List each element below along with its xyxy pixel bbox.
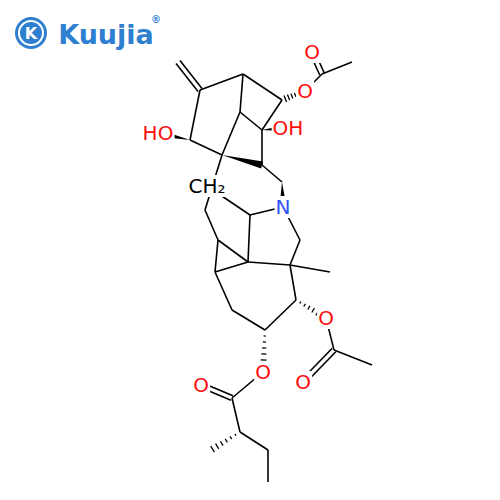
hashed-bond — [264, 335, 266, 336]
hashed-bond — [216, 444, 219, 449]
bond-line — [190, 90, 200, 140]
hashed-bond — [261, 353, 266, 355]
hashed-bond — [225, 439, 227, 442]
hashed-bond — [291, 94, 293, 99]
bond-line — [248, 215, 250, 262]
bond-line — [215, 240, 218, 272]
watermark-text: Kuujia — [57, 20, 155, 49]
bond-line — [243, 74, 282, 100]
atom-label: O — [296, 80, 314, 102]
bond-line — [200, 74, 243, 90]
bond-line — [290, 265, 296, 300]
bond-line — [215, 272, 232, 310]
bond-line — [290, 265, 330, 272]
atom-label: O — [192, 374, 210, 396]
bond-line — [290, 240, 300, 265]
atom-label: CH₂ — [187, 175, 226, 197]
watermark-mark: ® — [150, 14, 162, 26]
hashed-bond — [263, 341, 266, 342]
bond-line — [222, 112, 240, 155]
hashed-bond — [262, 347, 266, 348]
atom-label: O — [294, 371, 312, 393]
hashed-bond — [220, 441, 223, 445]
hashed-bond — [211, 446, 215, 452]
logo-ring — [19, 21, 43, 45]
bond-line — [232, 398, 240, 432]
hashed-bond — [287, 95, 289, 101]
bond-line — [265, 300, 296, 330]
atom-label: OH — [272, 117, 305, 139]
atom-label: O — [254, 361, 272, 383]
bond-line — [180, 60, 202, 88]
atom-label: HO — [142, 122, 175, 144]
bond-line — [232, 310, 265, 330]
bond-line — [190, 140, 222, 155]
bond-line — [334, 350, 372, 365]
bond-line — [176, 64, 198, 92]
bond-line — [248, 262, 290, 265]
hashed-bond — [308, 306, 310, 310]
atom-label: N — [275, 196, 292, 218]
hashed-bond — [300, 302, 301, 304]
bond-line — [205, 210, 218, 240]
bond-line — [322, 62, 352, 74]
logo-circle — [15, 17, 47, 49]
bond-line — [240, 112, 262, 130]
hashed-bond — [235, 434, 236, 436]
hashed-bond — [304, 304, 306, 307]
bond-line — [240, 432, 268, 450]
bond-line — [267, 450, 269, 482]
logo-letter: K — [24, 25, 38, 43]
hashed-bond — [230, 436, 232, 439]
wedge-bond — [222, 155, 263, 168]
bond-line — [262, 165, 282, 182]
bond-line — [240, 74, 243, 112]
atom-label: O — [317, 307, 335, 329]
hashed-bond — [284, 95, 287, 102]
hashed-bond — [312, 308, 315, 312]
bond-line — [215, 262, 248, 272]
bond-line — [261, 130, 263, 165]
atom-label: O — [303, 41, 321, 63]
bond-line — [218, 240, 248, 262]
